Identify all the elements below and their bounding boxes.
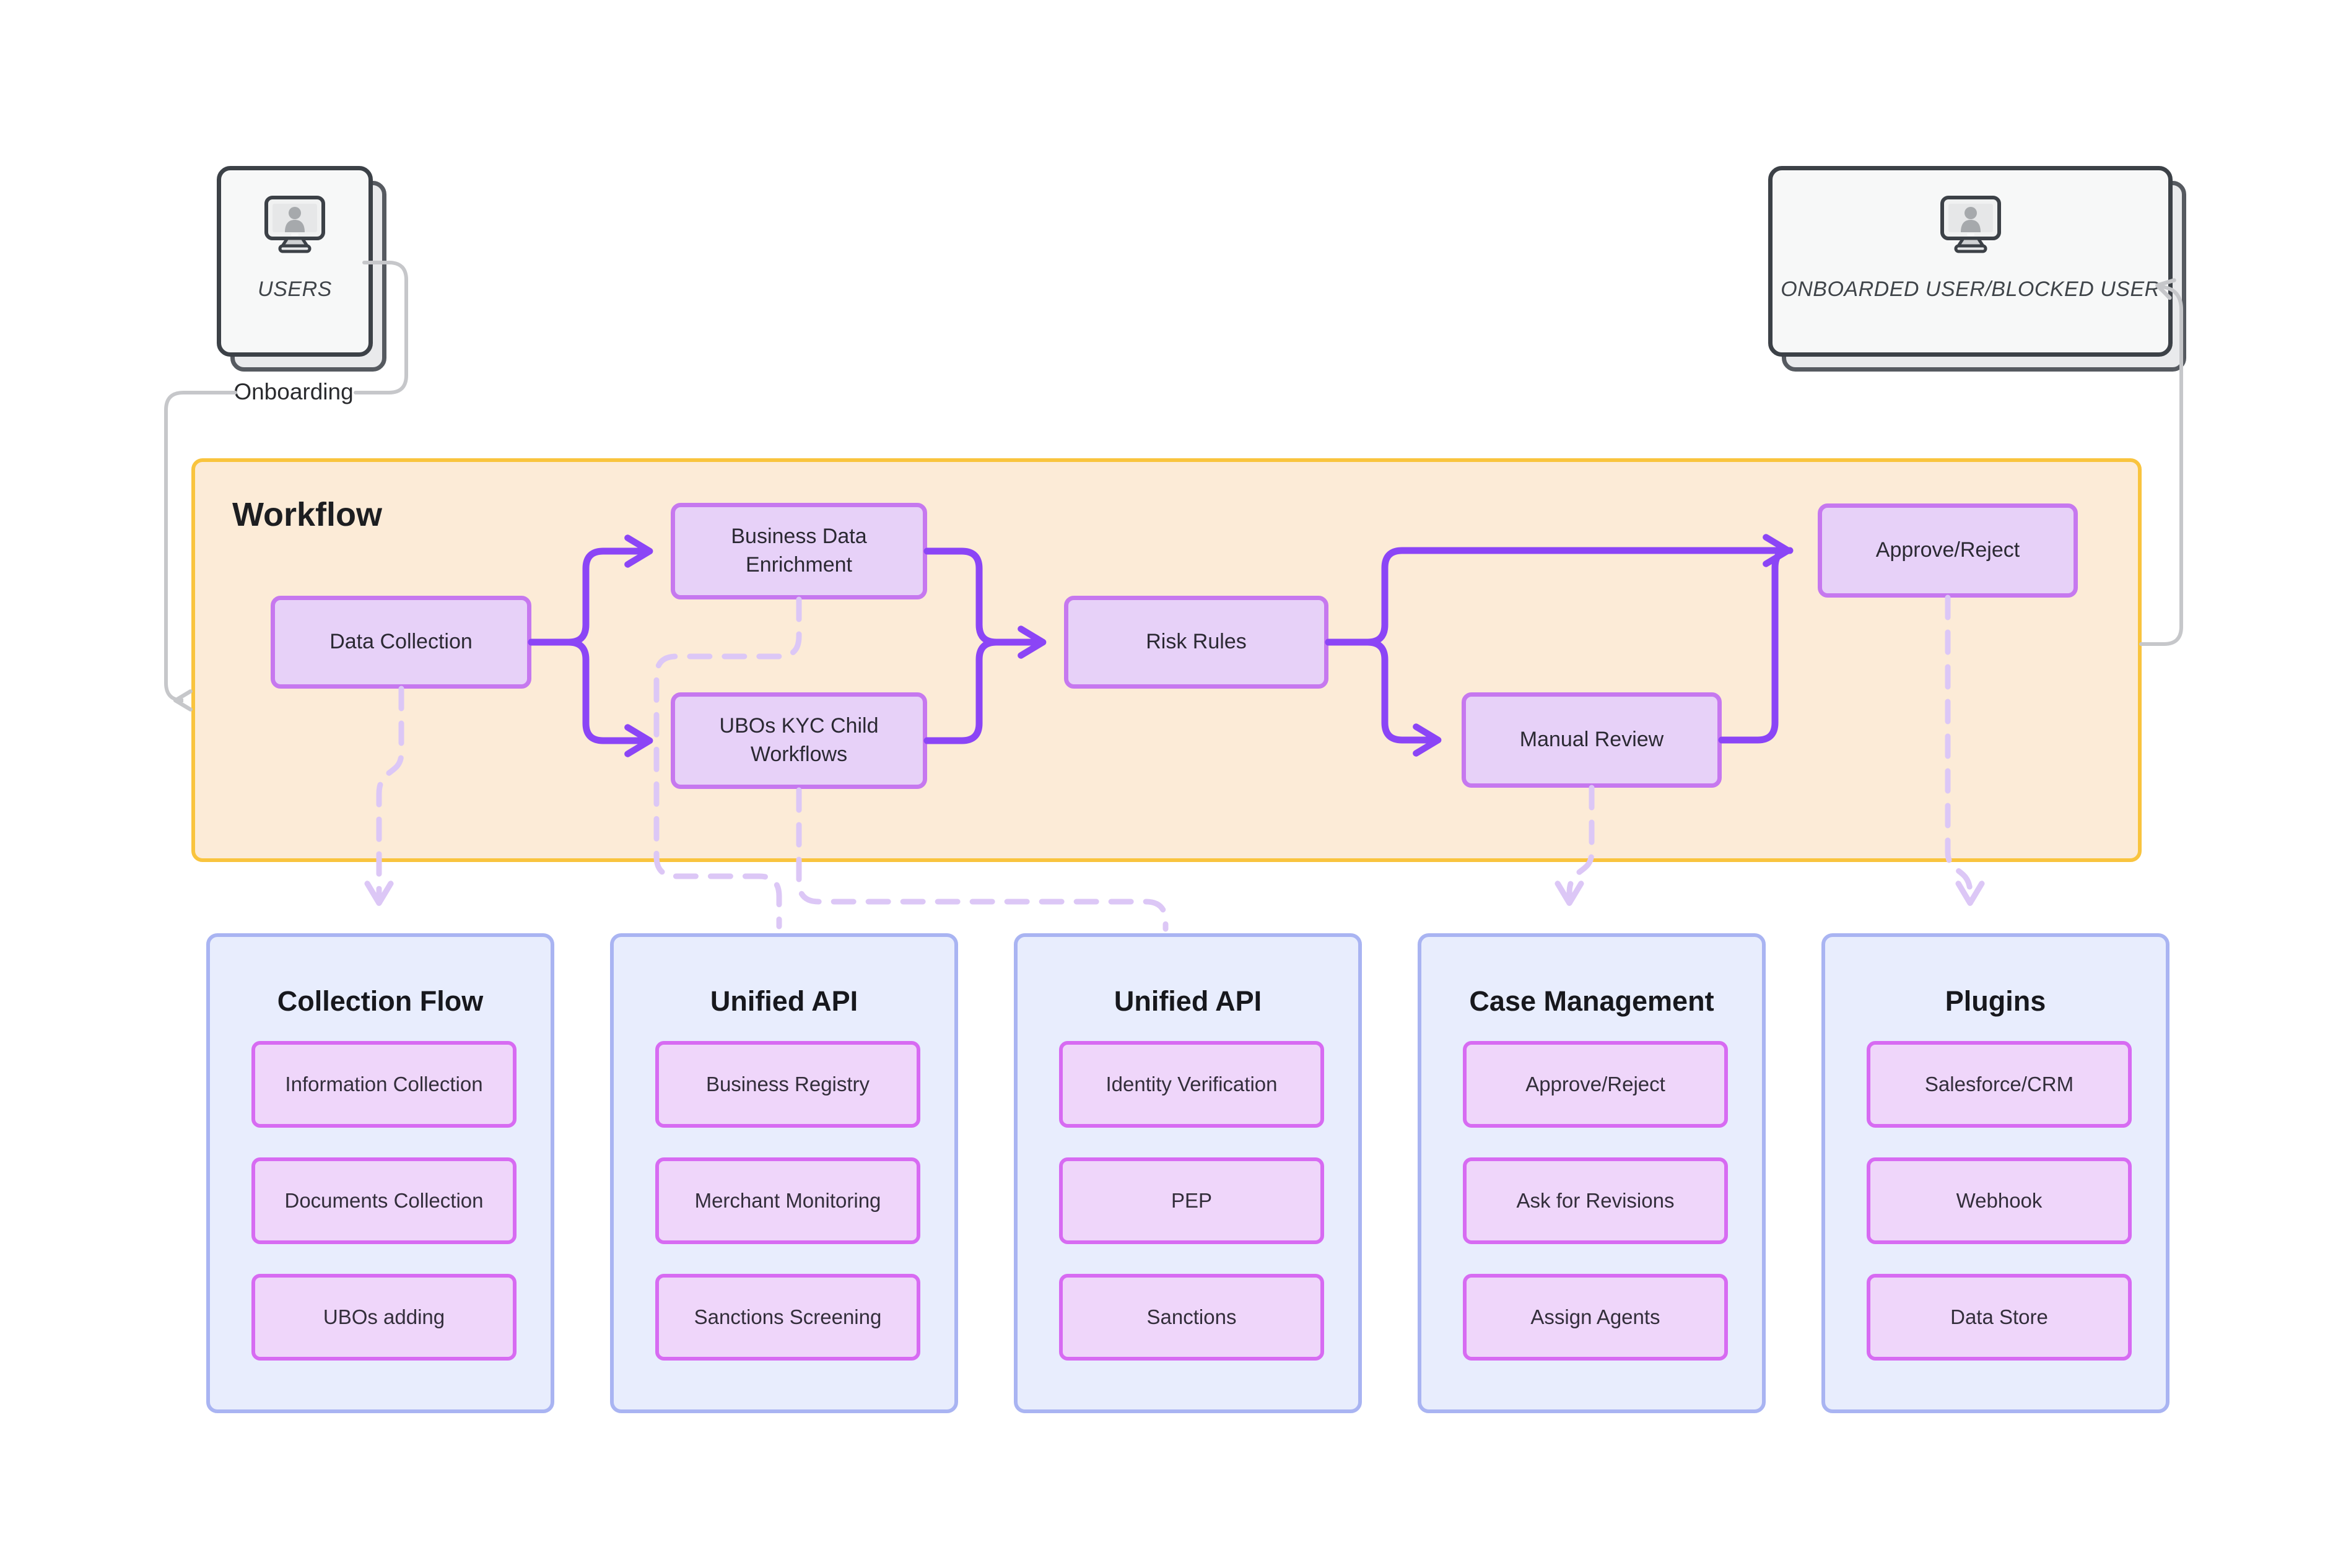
pill-sanctions: Sanctions [1059, 1274, 1324, 1361]
node-manual-review: Manual Review [1462, 692, 1722, 788]
pill-approve-reject: Approve/Reject [1463, 1041, 1728, 1128]
result-card: ONBOARDED USER/BLOCKED USER [1768, 166, 2173, 357]
pill-data-store: Data Store [1867, 1274, 2132, 1361]
panel-title: Collection Flow [277, 985, 484, 1017]
pill-documents-collection: Documents Collection [251, 1157, 517, 1244]
panel-title: Plugins [1945, 985, 2046, 1017]
pill-ubos-adding: UBOs adding [251, 1274, 517, 1361]
pill-assign-agents: Assign Agents [1463, 1274, 1728, 1361]
pill-identity-verification: Identity Verification [1059, 1041, 1324, 1128]
panel-unified-api-1: Unified API Business Registry Merchant M… [610, 933, 958, 1413]
result-card-label: ONBOARDED USER/BLOCKED USER [1781, 277, 2160, 301]
panel-title: Unified API [1114, 985, 1262, 1017]
node-ubos-kyc-child-workflows: UBOs KYC Child Workflows [671, 692, 927, 789]
pill-business-registry: Business Registry [655, 1041, 920, 1128]
panel-title: Unified API [710, 985, 858, 1017]
pill-sanctions-screening: Sanctions Screening [655, 1274, 920, 1361]
monitor-user-icon [258, 194, 332, 261]
node-approve-reject: Approve/Reject [1818, 503, 2078, 598]
panel-title: Case Management [1469, 985, 1714, 1017]
panel-unified-api-2: Unified API Identity Verification PEP Sa… [1014, 933, 1362, 1413]
pill-salesforce-crm: Salesforce/CRM [1867, 1041, 2132, 1128]
workflow-title: Workflow [232, 496, 382, 533]
panel-plugins: Plugins Salesforce/CRM Webhook Data Stor… [1821, 933, 2169, 1413]
pill-merchant-monitoring: Merchant Monitoring [655, 1157, 920, 1244]
pill-webhook: Webhook [1867, 1157, 2132, 1244]
pill-ask-for-revisions: Ask for Revisions [1463, 1157, 1728, 1244]
pill-pep: PEP [1059, 1157, 1324, 1244]
pill-information-collection: Information Collection [251, 1041, 517, 1128]
panel-collection-flow: Collection Flow Information Collection D… [206, 933, 554, 1413]
node-risk-rules: Risk Rules [1064, 596, 1328, 689]
monitor-user-icon [1934, 194, 2008, 261]
users-card: USERS [217, 166, 373, 357]
users-card-label: USERS [258, 277, 332, 301]
node-data-collection: Data Collection [271, 596, 531, 689]
panel-case-management: Case Management Approve/Reject Ask for R… [1418, 933, 1766, 1413]
onboarding-label: Onboarding [233, 379, 354, 404]
node-business-data-enrichment: Business Data Enrichment [671, 503, 927, 599]
